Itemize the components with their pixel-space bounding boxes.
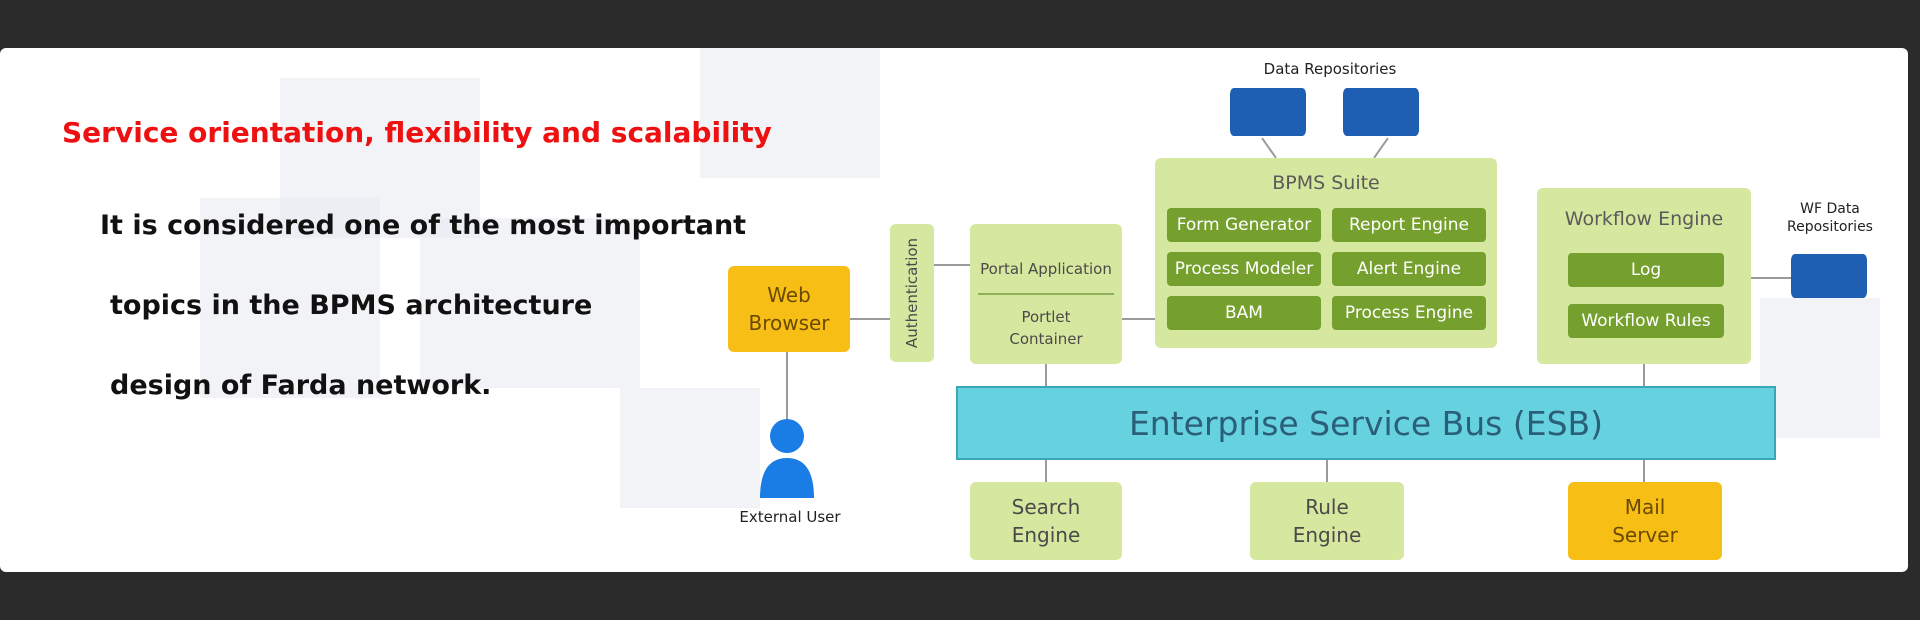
workflow-engine-title: Workflow Engine bbox=[1564, 208, 1724, 230]
report-engine-box: Report Engine bbox=[1332, 208, 1486, 242]
portlet-line-2: Container bbox=[1009, 330, 1083, 348]
user-icon bbox=[760, 419, 814, 498]
mail-server-line-2: Server bbox=[1612, 523, 1678, 547]
esb-bar: Enterprise Service Bus (ESB) bbox=[956, 386, 1776, 460]
mail-server-box: Mail Server bbox=[1568, 482, 1722, 560]
external-user-label: External User bbox=[739, 508, 841, 526]
bam-box: BAM bbox=[1167, 296, 1321, 330]
background-decoration bbox=[200, 198, 380, 398]
portal-application-label: Portal Application bbox=[980, 260, 1112, 278]
connector bbox=[1326, 460, 1328, 482]
search-engine-box: Search Engine bbox=[970, 482, 1122, 560]
search-engine-line-2: Engine bbox=[1011, 523, 1081, 547]
connector bbox=[1261, 137, 1277, 159]
background-decoration bbox=[620, 388, 760, 508]
rule-engine-box: Rule Engine bbox=[1250, 482, 1404, 560]
bpms-suite-title: BPMS Suite bbox=[1272, 172, 1380, 194]
database-icon bbox=[1791, 254, 1867, 298]
database-icon bbox=[1230, 88, 1306, 136]
rule-engine-line-1: Rule bbox=[1305, 495, 1349, 519]
connector bbox=[1045, 460, 1047, 482]
background-decoration bbox=[700, 48, 880, 178]
form-generator-box: Form Generator bbox=[1167, 208, 1321, 242]
web-browser-line-1: Web bbox=[767, 283, 811, 307]
data-repositories-label: Data Repositories bbox=[1263, 60, 1397, 78]
connector bbox=[1643, 364, 1645, 386]
search-engine-line-1: Search bbox=[1011, 495, 1081, 519]
alert-engine-box: Alert Engine bbox=[1332, 252, 1486, 286]
body-line-2: topics in the BPMS architecture bbox=[110, 290, 593, 321]
wf-data-repositories-label: WF Data Repositories bbox=[1770, 200, 1890, 236]
process-engine-box: Process Engine bbox=[1332, 296, 1486, 330]
wf-data-label-line-2: Repositories bbox=[1787, 219, 1873, 235]
connector bbox=[934, 264, 970, 266]
web-browser-line-2: Browser bbox=[748, 311, 830, 335]
mail-server-line-1: Mail bbox=[1624, 495, 1666, 519]
body-line-1: It is considered one of the most importa… bbox=[100, 210, 747, 241]
wf-data-label-line-1: WF Data bbox=[1800, 201, 1860, 217]
connector bbox=[1122, 318, 1155, 320]
authentication-label: Authentication bbox=[903, 237, 921, 349]
connector bbox=[850, 318, 890, 320]
portlet-line-1: Portlet bbox=[1021, 308, 1071, 326]
background-decoration bbox=[420, 218, 640, 388]
slide-heading: Service orientation, flexibility and sca… bbox=[62, 116, 772, 149]
connector bbox=[1751, 277, 1791, 279]
authentication-box bbox=[890, 224, 934, 362]
database-icon bbox=[1343, 88, 1419, 136]
log-box: Log bbox=[1568, 253, 1724, 287]
slide-card: Service orientation, flexibility and sca… bbox=[0, 48, 1908, 572]
web-browser-box: Web Browser bbox=[728, 266, 850, 352]
connector bbox=[1643, 460, 1645, 482]
connector bbox=[1045, 364, 1047, 386]
body-line-3: design of Farda network. bbox=[110, 370, 492, 401]
process-modeler-box: Process Modeler bbox=[1167, 252, 1321, 286]
connector bbox=[786, 352, 788, 420]
portlet-container-label: Portlet Container bbox=[970, 306, 1122, 350]
divider bbox=[978, 293, 1114, 295]
rule-engine-line-2: Engine bbox=[1292, 523, 1362, 547]
background-decoration bbox=[1760, 298, 1880, 438]
workflow-rules-box: Workflow Rules bbox=[1568, 304, 1724, 338]
connector bbox=[1373, 137, 1389, 159]
